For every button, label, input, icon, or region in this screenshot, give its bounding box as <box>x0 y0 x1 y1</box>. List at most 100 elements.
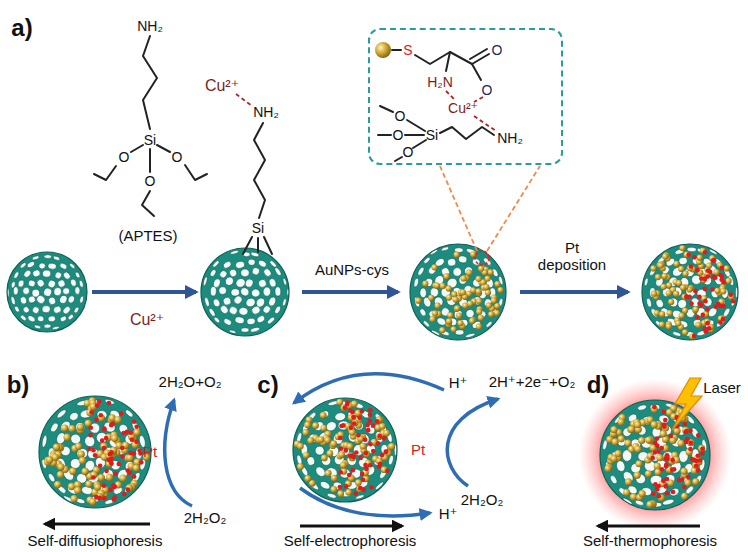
gold-nanoparticle <box>345 489 352 496</box>
sphere-outline <box>39 396 151 508</box>
gold-nanoparticle <box>126 484 133 491</box>
process-arrows <box>92 290 628 294</box>
gold-nanoparticle <box>675 320 681 326</box>
pore <box>222 296 233 307</box>
pore <box>246 317 256 325</box>
platinum-particle <box>706 269 711 274</box>
sphere-outline <box>410 244 506 340</box>
platinum-particle <box>104 436 109 441</box>
gold-nanoparticle <box>429 316 435 322</box>
gold-nanoparticle <box>485 290 491 296</box>
silica-sphere <box>7 252 87 332</box>
platinum-particle <box>712 258 717 263</box>
silicon-atom: Si <box>252 220 264 236</box>
gold-nanoparticle <box>470 287 476 293</box>
gold-nanoparticle <box>673 291 679 297</box>
platinum-particle <box>91 448 96 453</box>
gold-nanoparticle <box>651 291 657 297</box>
platinum-particle <box>112 495 117 500</box>
pore <box>38 262 46 269</box>
gold-nanoparticle <box>331 475 338 482</box>
gold-nanoparticle <box>446 318 452 324</box>
platinum-particle <box>354 450 359 455</box>
pore <box>68 411 80 422</box>
platinum-particle <box>363 463 368 468</box>
pore <box>420 288 427 298</box>
pore <box>319 480 331 491</box>
gold-nanoparticle <box>659 321 665 327</box>
gold-nanoparticle <box>106 460 113 467</box>
gold-nanoparticle <box>54 481 61 488</box>
gold-nanoparticle <box>661 273 667 279</box>
platinum-particle <box>368 442 373 447</box>
gold-nanoparticle <box>645 437 652 444</box>
platinum-particle <box>722 280 727 285</box>
gold-nanoparticle <box>476 309 482 315</box>
janus-sphere <box>642 244 738 340</box>
pore <box>36 278 46 288</box>
zoom-leader <box>440 166 477 251</box>
reaction-product: 2H⁺+2e⁻+O₂ <box>489 373 576 390</box>
platinum-particle <box>132 419 137 424</box>
gold-nanoparticle <box>379 423 386 430</box>
platinum-particle <box>137 448 142 453</box>
platinum-particle <box>108 459 113 464</box>
platinum-particle <box>661 410 666 415</box>
platinum-particle <box>664 464 669 469</box>
platinum-particle <box>134 425 139 430</box>
sphere-body <box>410 244 506 340</box>
gold-nanoparticle <box>486 302 492 308</box>
pore <box>414 296 421 307</box>
platinum-particle <box>128 430 133 435</box>
platinum-particle <box>693 289 698 294</box>
gold-nanoparticle <box>375 42 391 58</box>
platinum-particle <box>720 266 725 271</box>
platinum-particle <box>718 320 723 325</box>
platinum-particle <box>383 450 388 455</box>
platinum-particle <box>694 463 699 468</box>
pore <box>32 255 40 261</box>
pore <box>693 319 702 328</box>
pore <box>417 266 425 276</box>
platinum-particle <box>701 313 706 318</box>
pore <box>47 279 57 289</box>
pore <box>222 260 232 270</box>
pore <box>63 288 70 295</box>
pore <box>453 267 462 276</box>
oxygen-atom: O <box>119 149 130 165</box>
process-arrow <box>302 290 398 294</box>
sphere-outline <box>201 248 289 336</box>
pore <box>637 404 647 411</box>
pore <box>667 296 679 308</box>
gold-nanoparticle <box>415 298 421 304</box>
catalyst-label: Pt <box>411 441 425 458</box>
gold-nanoparticle <box>467 301 473 307</box>
pore <box>14 305 21 313</box>
gold-nanoparticle <box>304 421 311 428</box>
gold-nanoparticle <box>57 471 64 478</box>
pore <box>19 296 27 305</box>
pore <box>212 298 221 308</box>
c-n-bond <box>446 52 450 71</box>
gold-nanoparticle <box>98 474 105 481</box>
sphere-pores <box>296 400 397 500</box>
gold-nanoparticle <box>697 255 703 261</box>
platinum-particle <box>671 490 676 495</box>
gold-nanoparticle <box>456 312 462 318</box>
gold-nanoparticle <box>434 303 440 309</box>
platinum-particle <box>352 421 357 426</box>
gold-nanoparticle <box>725 278 731 284</box>
pore <box>256 314 266 324</box>
platinum-particle <box>130 437 135 442</box>
platinum-particle <box>384 449 389 454</box>
platinum-particle <box>348 408 353 413</box>
platinum-particle <box>650 456 655 461</box>
platinum-particle <box>356 433 361 438</box>
platinum-particle <box>368 413 373 418</box>
pore <box>95 431 110 445</box>
proton-label: H⁺ <box>439 505 458 522</box>
pore <box>57 279 67 289</box>
platinum-particle <box>345 400 350 405</box>
pore <box>79 296 84 304</box>
platinum-particle <box>719 304 724 309</box>
